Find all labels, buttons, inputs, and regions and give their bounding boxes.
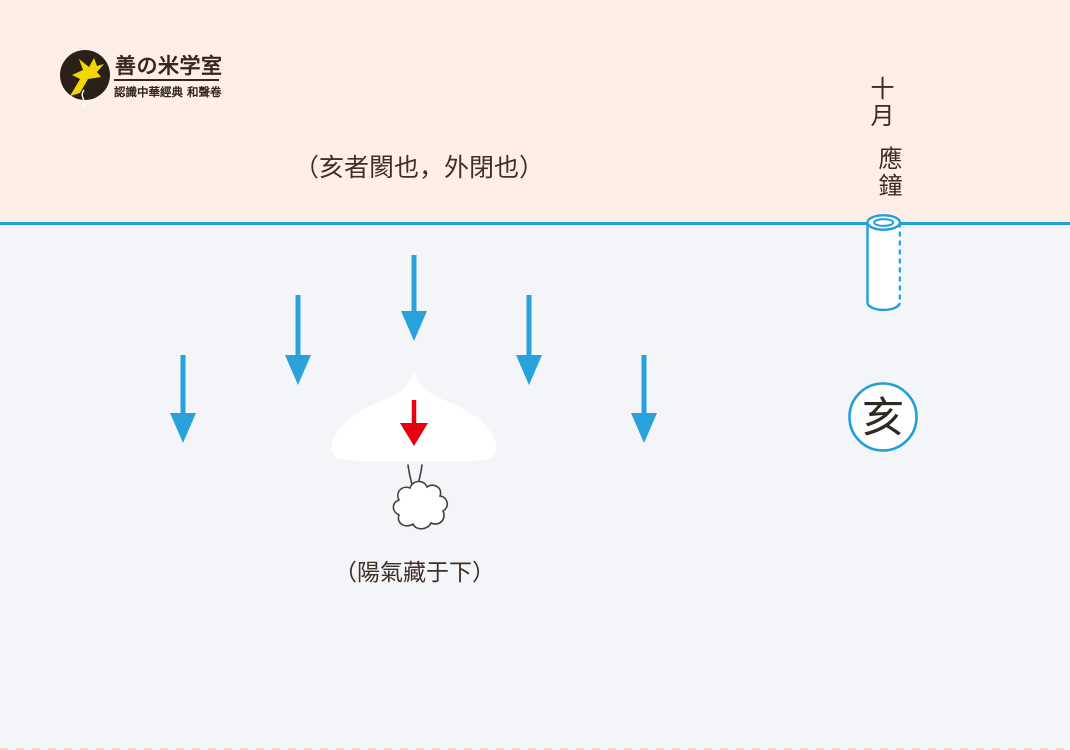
logo-subtitle: 認識中華經典 和聲卷 — [114, 85, 222, 99]
bottom-dashed-edge — [0, 748, 1070, 750]
down-arrow-2 — [285, 295, 311, 385]
swallow-bird-logo-icon — [60, 50, 110, 107]
month-label: 十月 — [866, 76, 894, 130]
blue-down-arrows — [170, 255, 657, 443]
down-arrow-3 — [401, 255, 427, 341]
red-down-arrow — [400, 400, 428, 446]
sky-region — [0, 0, 1070, 223]
down-arrow-1 — [170, 355, 196, 443]
logo-title: 善の米学室 — [115, 53, 223, 78]
earthly-branch-character: 亥 — [862, 393, 904, 442]
pitch-name-label: 應鐘 — [874, 146, 902, 200]
logo-underline — [114, 79, 219, 81]
bottom-caption: （陽氣藏于下） — [334, 560, 495, 586]
down-arrow-4 — [516, 295, 542, 385]
ground-divider-line — [0, 222, 1070, 225]
top-caption: （亥者閡也，外閉也） — [294, 153, 545, 182]
hai-branch-circle: 亥 — [848, 382, 918, 452]
pitch-pipe-icon — [866, 214, 902, 312]
yang-qi-puff-icon — [392, 464, 449, 530]
down-arrow-5 — [631, 355, 657, 443]
